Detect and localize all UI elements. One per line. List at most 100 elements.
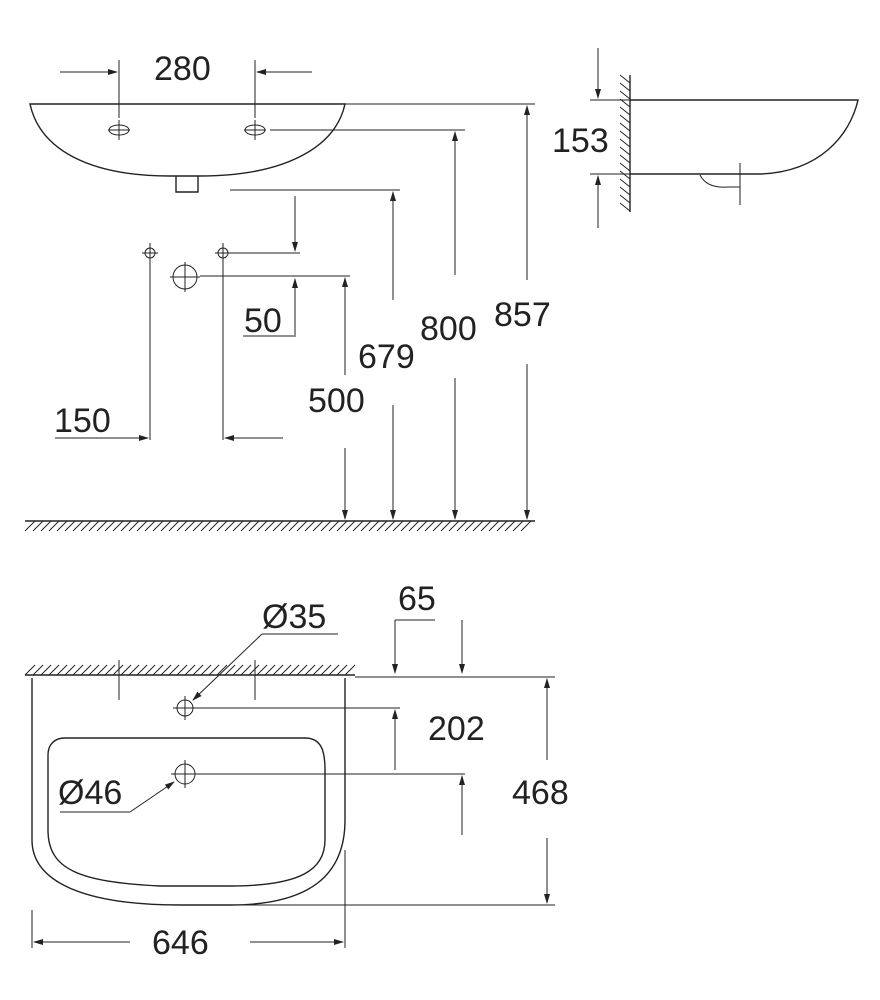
dim-tap-hole-diameter: Ø35	[262, 598, 326, 636]
hatch-line	[144, 664, 156, 676]
hatch-line	[160, 520, 172, 532]
hatch-line	[96, 520, 108, 532]
hatch-line	[136, 664, 148, 676]
hatch-line	[392, 520, 404, 532]
hatch-line	[496, 520, 508, 532]
hatch-line	[200, 664, 212, 676]
hatch-line	[272, 520, 284, 532]
hatch-line	[384, 520, 396, 532]
hatch-line	[40, 664, 52, 676]
hatch-line	[336, 664, 348, 676]
basin-inner-bowl	[47, 737, 326, 887]
hatch-line	[168, 520, 180, 532]
basin-front-outline	[29, 103, 346, 177]
hatch-line	[312, 664, 324, 676]
hatch-line	[280, 664, 292, 676]
hatch-line	[328, 664, 340, 676]
tap-hole-left	[108, 120, 130, 140]
dim-height-waste-pipe: 679	[358, 338, 415, 376]
hatch-line	[619, 146, 631, 156]
hatch-line	[232, 664, 244, 676]
hatch-line	[72, 664, 84, 676]
dim-waste-offset: 50	[244, 302, 282, 340]
hatch-line	[619, 114, 631, 124]
hatch-line	[619, 130, 631, 140]
waste-stub	[175, 176, 199, 193]
hatch-line	[619, 154, 631, 164]
hatch-line	[88, 520, 100, 532]
dim-tap-hole-spacing: 280	[154, 50, 211, 88]
hatch-line	[184, 664, 196, 676]
hatch-line	[72, 520, 84, 532]
hatch-line	[184, 520, 196, 532]
hatch-line	[128, 664, 140, 676]
hatch-line	[344, 664, 356, 676]
hatch-line	[24, 520, 36, 532]
hatch-line	[248, 664, 260, 676]
hatch-line	[328, 520, 340, 532]
hatch-line	[104, 520, 116, 532]
hatch-line	[64, 520, 76, 532]
hatch-line	[464, 520, 476, 532]
hatch-line	[224, 520, 236, 532]
hatch-line	[80, 664, 92, 676]
hatch-line	[619, 74, 631, 84]
hatch-line	[104, 664, 116, 676]
hatch-line	[128, 520, 140, 532]
side-view: 153	[552, 48, 859, 228]
hatch-line	[248, 520, 260, 532]
hatch-line	[224, 664, 236, 676]
hatch-line	[472, 520, 484, 532]
hatch-line	[619, 178, 631, 188]
hatch-line	[304, 664, 316, 676]
basin-side-outline	[630, 99, 859, 175]
waste-pipe-hole	[170, 262, 200, 292]
hatch-line	[400, 520, 412, 532]
hatch-line	[112, 664, 124, 676]
hatch-line	[440, 520, 452, 532]
basin-plan-outline	[31, 678, 346, 906]
hatch-line	[320, 664, 332, 676]
hatch-line	[619, 202, 631, 212]
hatch-line	[272, 664, 284, 676]
hatch-line	[448, 520, 460, 532]
hatch-line	[256, 520, 268, 532]
hatch-line	[152, 664, 164, 676]
wall-hole-right	[215, 243, 300, 440]
dim-overflow-offset: 65	[398, 580, 436, 618]
hatch-line	[136, 520, 148, 532]
dim-tap-hole-depth: 202	[428, 710, 485, 748]
hatch-line	[96, 664, 108, 676]
hatch-line	[504, 520, 516, 532]
hatch-line	[240, 520, 252, 532]
dim-rim-height: 153	[552, 122, 609, 160]
hatch-line	[32, 520, 44, 532]
hatch-line	[208, 520, 220, 532]
dim-height-rim-hole: 800	[420, 310, 477, 348]
hatch-line	[288, 664, 300, 676]
hatch-line	[376, 520, 388, 532]
waste-hole-plan	[171, 760, 199, 788]
hatch-line	[264, 520, 276, 532]
hatch-line	[176, 520, 188, 532]
hatch-line	[336, 520, 348, 532]
side-waste	[699, 174, 741, 188]
front-view: 280 50 150	[24, 50, 551, 532]
hatch-line	[48, 664, 60, 676]
dim-wall-hole-spacing: 150	[54, 402, 111, 440]
hatch-line	[168, 664, 180, 676]
hatch-line	[520, 520, 532, 532]
hatch-line	[480, 520, 492, 532]
tap-hole-plan	[173, 696, 197, 720]
wall-hole-left	[142, 243, 158, 440]
hatch-line	[176, 664, 188, 676]
hatch-line	[56, 664, 68, 676]
hatch-line	[208, 664, 220, 676]
dim-width: 646	[152, 924, 209, 962]
hatch-line	[24, 664, 36, 676]
hatch-line	[120, 520, 132, 532]
hatch-line	[619, 106, 631, 116]
hatch-line	[424, 520, 436, 532]
hatch-line	[256, 664, 268, 676]
